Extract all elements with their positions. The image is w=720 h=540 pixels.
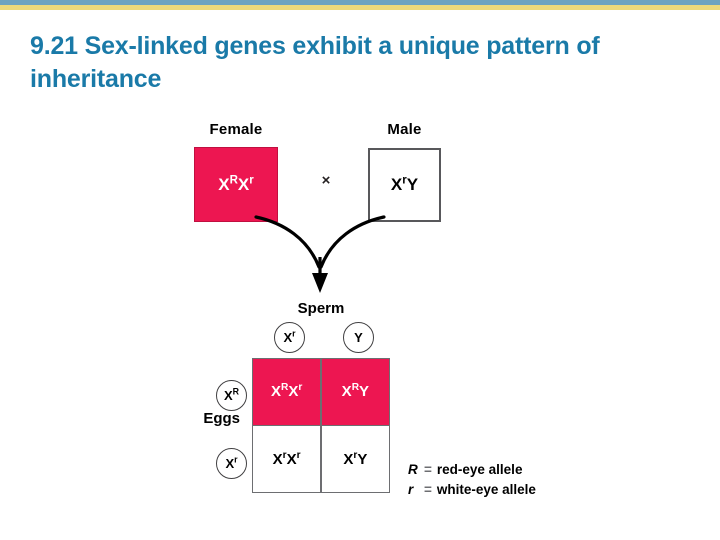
female-genotype: XRXr: [218, 173, 254, 194]
slide-title: 9.21 Sex-linked genes exhibit a unique p…: [30, 32, 600, 93]
punnett-cell-0-0: XRXr: [253, 359, 321, 425]
punnett-cell-1-0: XrXr: [253, 426, 321, 492]
allele-legend: R = red-eye allele r = white-eye allele: [408, 460, 536, 499]
sperm-gamete-0-genotype: Xr: [283, 328, 296, 345]
punnett-cell-1-0-genotype: XrXr: [272, 449, 301, 468]
top-accent-bar-blue: [0, 0, 720, 5]
punnett-cell-0-1-genotype: XRY: [341, 382, 370, 401]
sperm-gamete-1: Y: [343, 322, 374, 353]
egg-gamete-1: Xr: [216, 448, 247, 479]
punnett-cell-1-1: XrY: [321, 426, 389, 492]
egg-gamete-1-genotype: Xr: [225, 454, 238, 471]
egg-gamete-0-genotype: XR: [223, 386, 240, 403]
top-accent-bar-yellow: [0, 5, 720, 10]
legend-equals-0: =: [424, 462, 432, 477]
female-parent-label: Female: [209, 121, 263, 138]
eggs-label: Eggs: [203, 410, 240, 427]
sperm-gamete-0: Xr: [274, 322, 305, 353]
legend-description-0: red-eye allele: [436, 462, 523, 477]
legend-row-0: R = red-eye allele: [408, 460, 536, 480]
punnett-square: XRXr XRY XrXr XrY: [252, 358, 390, 493]
punnett-cell-0-0-genotype: XRXr: [270, 382, 303, 401]
male-parent-box: XrY: [368, 148, 441, 222]
genetics-figure: Female Male XRXr × XrY Sperm Xr Y Eggs X…: [0, 110, 720, 530]
legend-symbol-0: R: [408, 462, 418, 477]
legend-symbol-1: r: [408, 481, 414, 497]
sperm-gamete-1-genotype: Y: [354, 330, 363, 345]
cross-symbol: ×: [321, 172, 331, 189]
male-genotype: XrY: [390, 174, 419, 194]
legend-equals-1: =: [424, 481, 432, 497]
punnett-cell-1-1-genotype: XrY: [343, 449, 368, 468]
cross-arrow-icon: [254, 215, 386, 293]
female-parent-box: XRXr: [194, 147, 278, 222]
male-parent-label: Male: [387, 121, 422, 138]
sperm-label: Sperm: [297, 300, 345, 317]
legend-row-1: r = white-eye allele: [408, 480, 536, 500]
punnett-cell-0-1: XRY: [321, 359, 389, 425]
legend-description-1: white-eye allele: [436, 481, 536, 497]
egg-gamete-0: XR: [216, 380, 247, 411]
